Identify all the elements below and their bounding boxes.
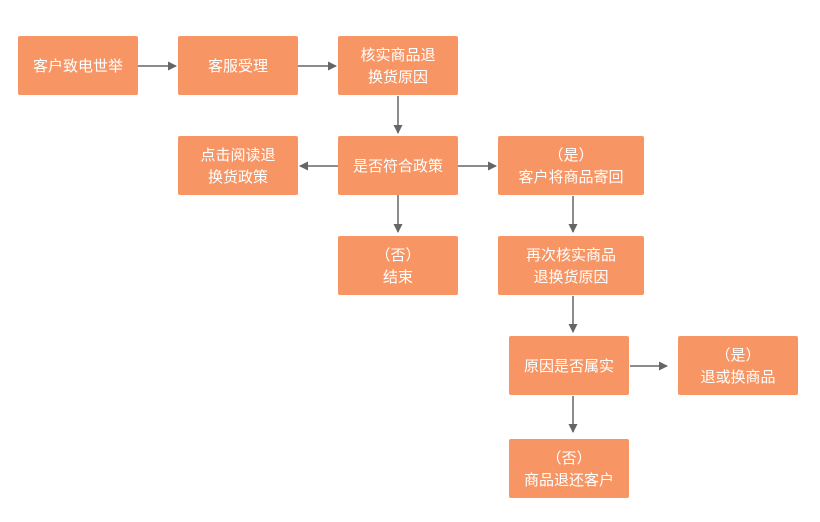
node-complaint: 客户致电世举	[18, 36, 138, 95]
node-reverify: 再次核实商品 退换货原因	[498, 236, 644, 295]
node-read-policy: 点击阅读退 换货政策	[178, 136, 298, 195]
node-read-policy-line-2: 换货政策	[207, 167, 268, 186]
node-reason-check: 原因是否属实	[509, 336, 629, 395]
node-policy-check-line-1: 是否符合政策	[352, 156, 443, 175]
node-read-policy-line-1: 点击阅读退	[200, 145, 276, 164]
node-customer-send-line-1: （是）	[548, 145, 594, 164]
node-verify-reason-line-1: 核实商品退	[360, 45, 436, 64]
node-return-goods-line-2: 商品退还客户	[523, 470, 614, 489]
node-refund-exchange-line-2: 退或换商品	[700, 367, 776, 386]
node-verify-reason: 核实商品退 换货原因	[338, 36, 458, 95]
node-service-line-1: 客服受理	[207, 56, 268, 75]
node-service: 客服受理	[178, 36, 298, 95]
node-end-line-2: 结束	[382, 267, 413, 286]
node-return-goods: （否） 商品退还客户	[509, 439, 629, 498]
node-end: （否） 结束	[338, 236, 458, 295]
node-refund-exchange-line-1: （是）	[715, 345, 761, 364]
node-reverify-line-1: 再次核实商品	[525, 245, 616, 264]
node-refund-exchange: （是） 退或换商品	[678, 336, 798, 395]
node-return-goods-line-1: （否）	[546, 448, 592, 467]
node-customer-send: （是） 客户将商品寄回	[498, 136, 644, 195]
node-reason-check-line-1: 原因是否属实	[523, 356, 614, 375]
node-reverify-line-2: 退换货原因	[533, 267, 609, 286]
node-verify-reason-line-2: 换货原因	[367, 67, 428, 86]
node-end-line-1: （否）	[375, 245, 421, 264]
node-customer-send-line-2: 客户将商品寄回	[518, 167, 624, 186]
node-complaint-line-1: 客户致电世举	[32, 56, 123, 75]
node-policy-check: 是否符合政策	[338, 136, 458, 195]
